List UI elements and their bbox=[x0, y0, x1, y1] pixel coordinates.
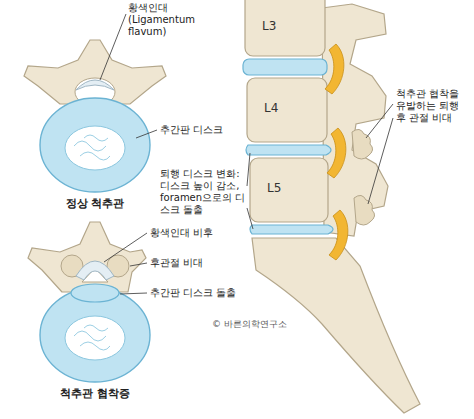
degenerated-disc bbox=[246, 145, 331, 155]
nerve-root bbox=[325, 44, 344, 94]
vertebra-label: L5 bbox=[267, 182, 297, 194]
part-label: 척추관 협착을 유발하는 퇴행 후 관절 비대 bbox=[396, 88, 470, 124]
thick-ligamentum-flavum bbox=[76, 261, 114, 280]
leader-line bbox=[368, 118, 393, 204]
nerve-root bbox=[327, 128, 346, 178]
ligamentum-flavum bbox=[76, 80, 114, 90]
facet-hypertrophy bbox=[354, 195, 375, 225]
leader-line bbox=[100, 14, 126, 80]
watermark: © 바른의학연구소 bbox=[212, 318, 308, 330]
disc-annulus bbox=[40, 98, 150, 192]
part-label: 황색인대 비후 bbox=[150, 227, 242, 239]
disc-nucleus bbox=[65, 126, 125, 170]
leader-line bbox=[136, 130, 157, 138]
vertebra-label: L3 bbox=[262, 20, 292, 32]
nerve-root bbox=[329, 210, 348, 260]
vertebral-body bbox=[250, 158, 328, 222]
leader-line bbox=[247, 153, 250, 186]
part-label: 추간판 디스크 bbox=[160, 124, 240, 136]
leader-line bbox=[104, 233, 147, 262]
nucleus-pattern bbox=[74, 325, 110, 350]
part-label: 황색인대 (Ligamentum flavum) bbox=[128, 2, 236, 38]
part-label: 추간판 디스크 돌출 bbox=[150, 287, 242, 299]
vertebral-body bbox=[247, 78, 327, 142]
normal-vertebra bbox=[24, 40, 166, 192]
degenerated-disc bbox=[250, 225, 333, 234]
disc-bulge bbox=[71, 284, 119, 302]
part-label: 후관절 비대 bbox=[150, 257, 242, 269]
nucleus-pattern bbox=[74, 135, 110, 160]
posterior-elements bbox=[322, 4, 388, 236]
leader-line bbox=[130, 263, 147, 266]
stenosis-vertebra bbox=[28, 222, 150, 382]
disc bbox=[243, 59, 327, 75]
disc-nucleus bbox=[65, 316, 125, 360]
posterior-arch bbox=[28, 222, 146, 292]
leader-line bbox=[247, 208, 253, 229]
lateral-spine bbox=[243, 0, 420, 413]
vertebra-label: L4 bbox=[264, 102, 294, 114]
leader-lines bbox=[100, 14, 393, 294]
figure-caption: 정상 척추관 bbox=[35, 198, 155, 210]
figure-caption: 척추관 협착증 bbox=[35, 388, 155, 400]
vertebral-body bbox=[245, 0, 325, 56]
part-label: 퇴행 디스크 변화: 디스크 높이 감소, foramen으로의 디스크 돌출 bbox=[160, 168, 246, 216]
leader-line bbox=[120, 293, 147, 294]
